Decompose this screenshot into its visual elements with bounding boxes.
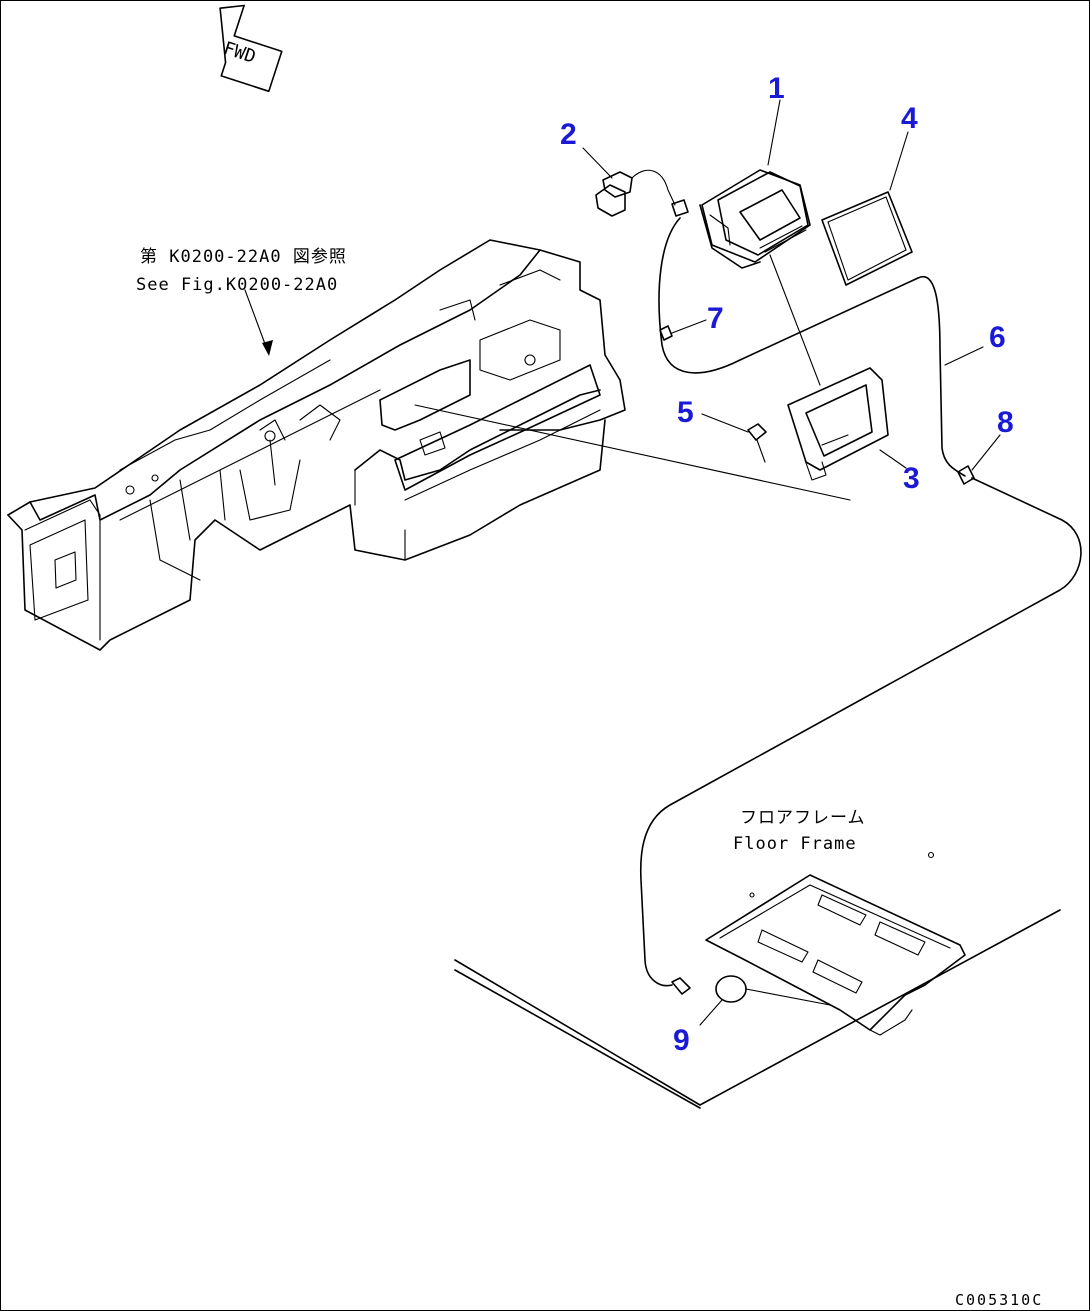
sensor-connector xyxy=(595,169,689,217)
clip-7 xyxy=(659,325,673,341)
grommet xyxy=(671,975,831,1006)
callout-3: 3 xyxy=(903,462,920,495)
harness-main-lower xyxy=(639,477,1082,987)
callout-4: 4 xyxy=(901,102,918,135)
callout-1: 1 xyxy=(768,72,785,105)
floor-frame xyxy=(454,851,1061,1109)
dashboard-assembly xyxy=(7,239,626,651)
dashboard-leader xyxy=(244,289,269,353)
callout-5: 5 xyxy=(677,396,694,429)
floor-frame-jp: フロアフレーム xyxy=(740,808,866,828)
dashboard-ref-jp: 第 K0200-22A0 図参照 xyxy=(140,247,347,267)
floor-frame-en: Floor Frame xyxy=(733,834,857,854)
mounting-line-2 xyxy=(769,254,821,386)
monitor-bracket xyxy=(787,367,889,481)
harness-main-upper xyxy=(917,275,966,477)
callout-6: 6 xyxy=(989,321,1006,354)
callout-7: 7 xyxy=(707,302,724,335)
callout-leaders xyxy=(582,99,1001,1026)
bolt xyxy=(747,423,767,463)
dashboard-ref-en: See Fig.K0200-22A0 xyxy=(136,275,338,295)
screen-cover xyxy=(821,191,913,286)
callout-2: 2 xyxy=(560,118,577,151)
monitor xyxy=(699,169,811,269)
dashboard-leader-arrowhead xyxy=(262,340,273,356)
callout-9: 9 xyxy=(673,1024,690,1057)
clamp-8 xyxy=(957,465,975,485)
mounting-line xyxy=(414,404,851,501)
callout-numbers: 1 2 3 4 5 6 7 8 9 xyxy=(560,72,1014,1057)
drawing-code: C005310C xyxy=(955,1291,1043,1309)
fwd-arrow: FWD xyxy=(219,4,283,93)
harness-short xyxy=(658,217,919,374)
callout-8: 8 xyxy=(997,406,1014,439)
